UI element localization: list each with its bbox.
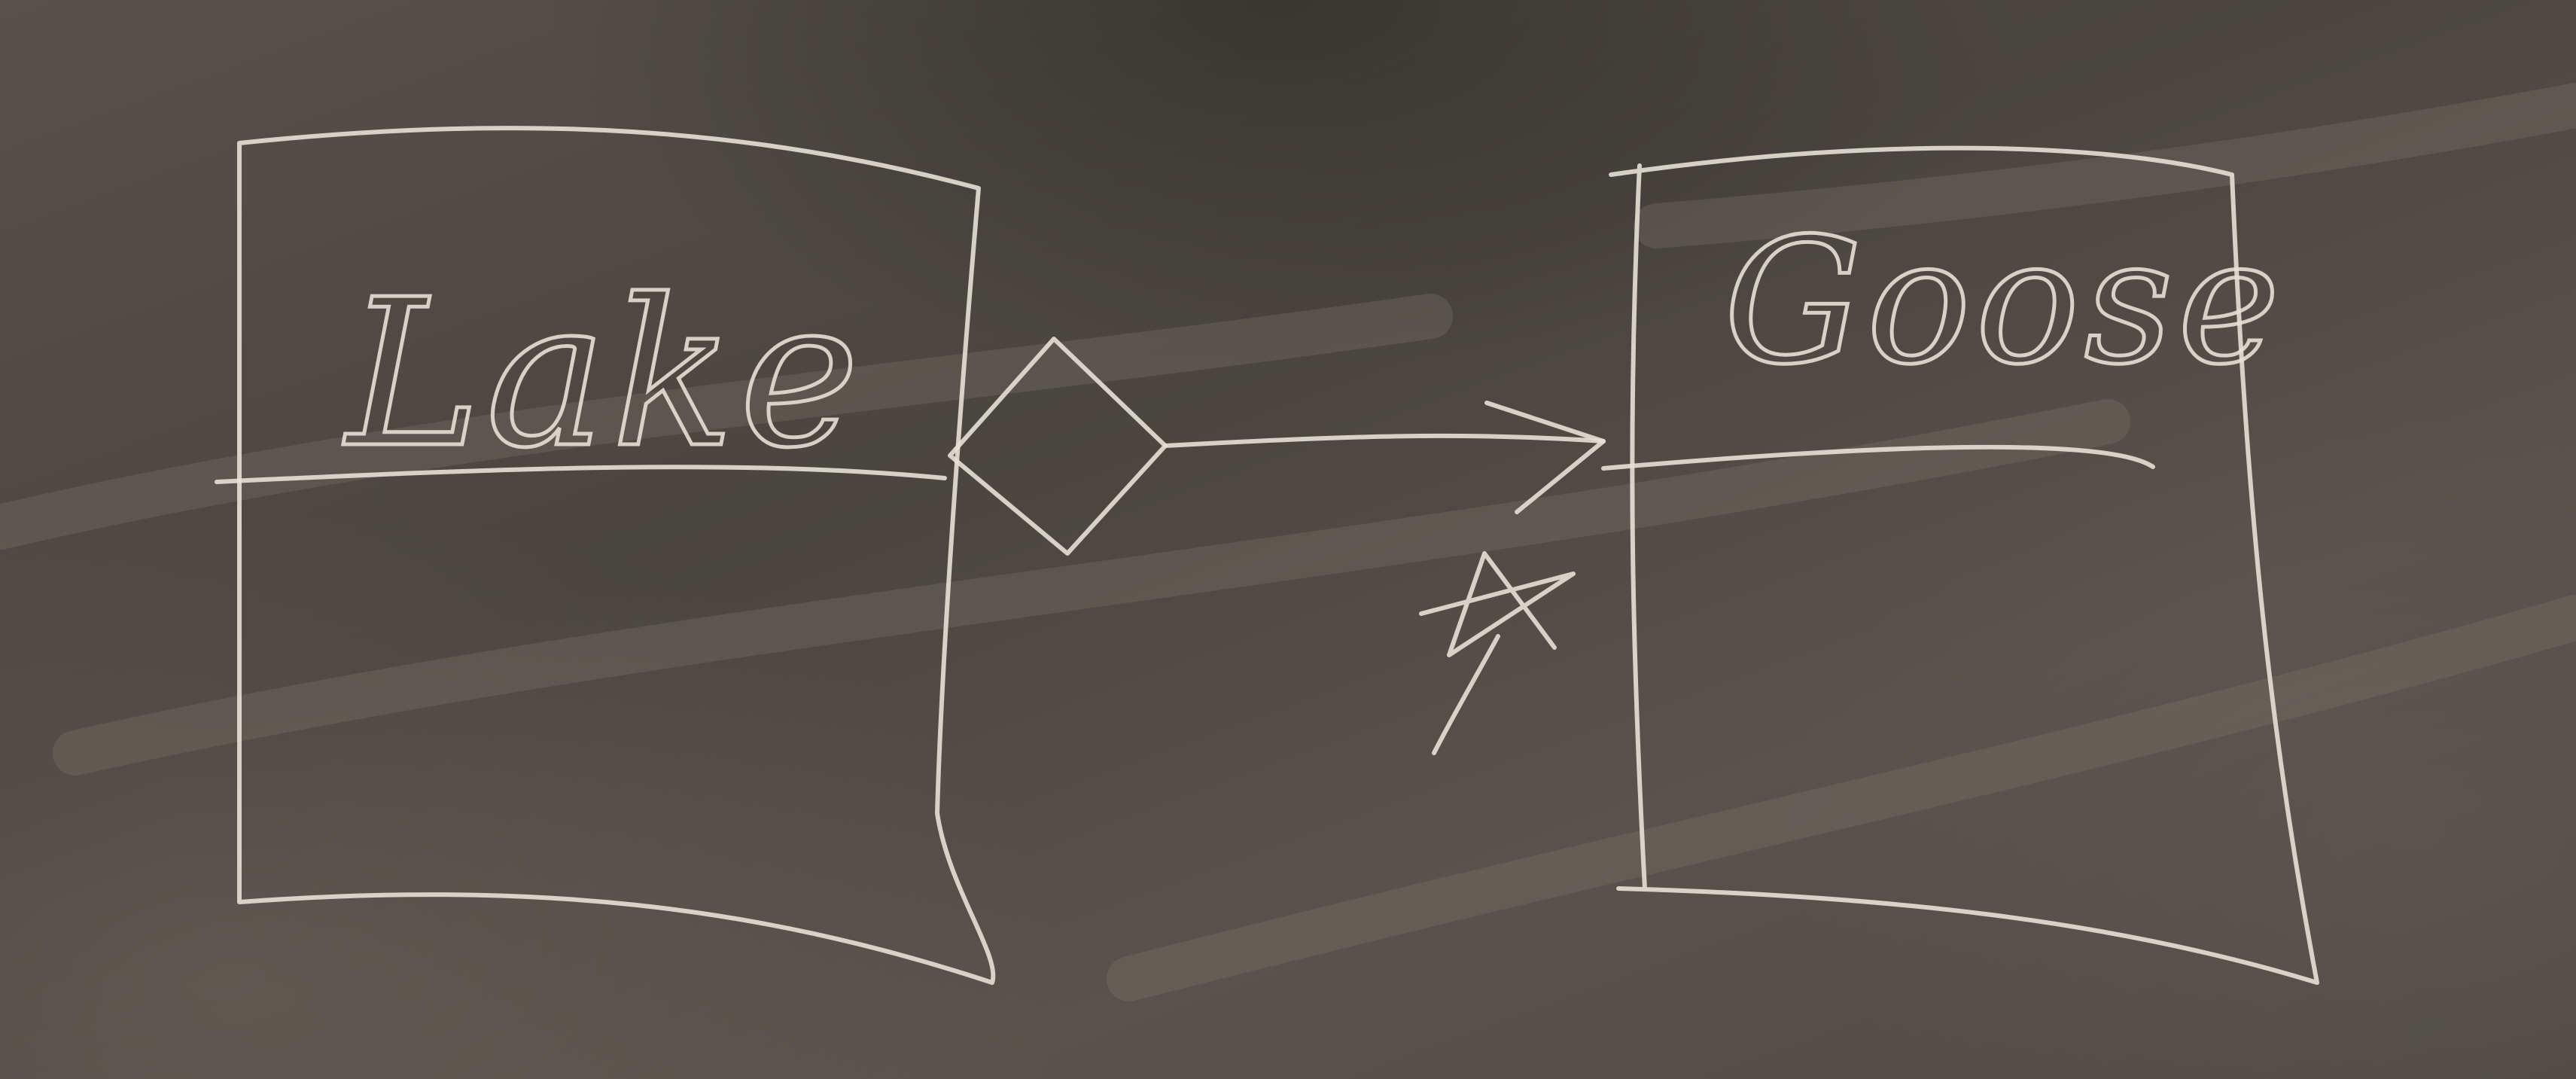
eraser-smudges xyxy=(0,83,2576,1001)
multiplicity-star-icon xyxy=(1419,551,1576,755)
class-box-lake: Lake xyxy=(215,126,996,985)
lake-box-outline xyxy=(237,126,996,985)
goose-class-name: Goose xyxy=(1724,202,2285,403)
multiplicity-label: * xyxy=(0,0,1,1)
class-box-goose: Goose xyxy=(1601,145,2319,985)
lake-class-name: Lake xyxy=(343,255,864,492)
arrowhead-icon xyxy=(1484,401,1606,514)
association-line xyxy=(1163,433,1606,448)
goose-name-divider xyxy=(1601,444,2155,471)
lake-name-divider xyxy=(215,465,947,484)
goose-box-outline xyxy=(1609,145,2319,985)
